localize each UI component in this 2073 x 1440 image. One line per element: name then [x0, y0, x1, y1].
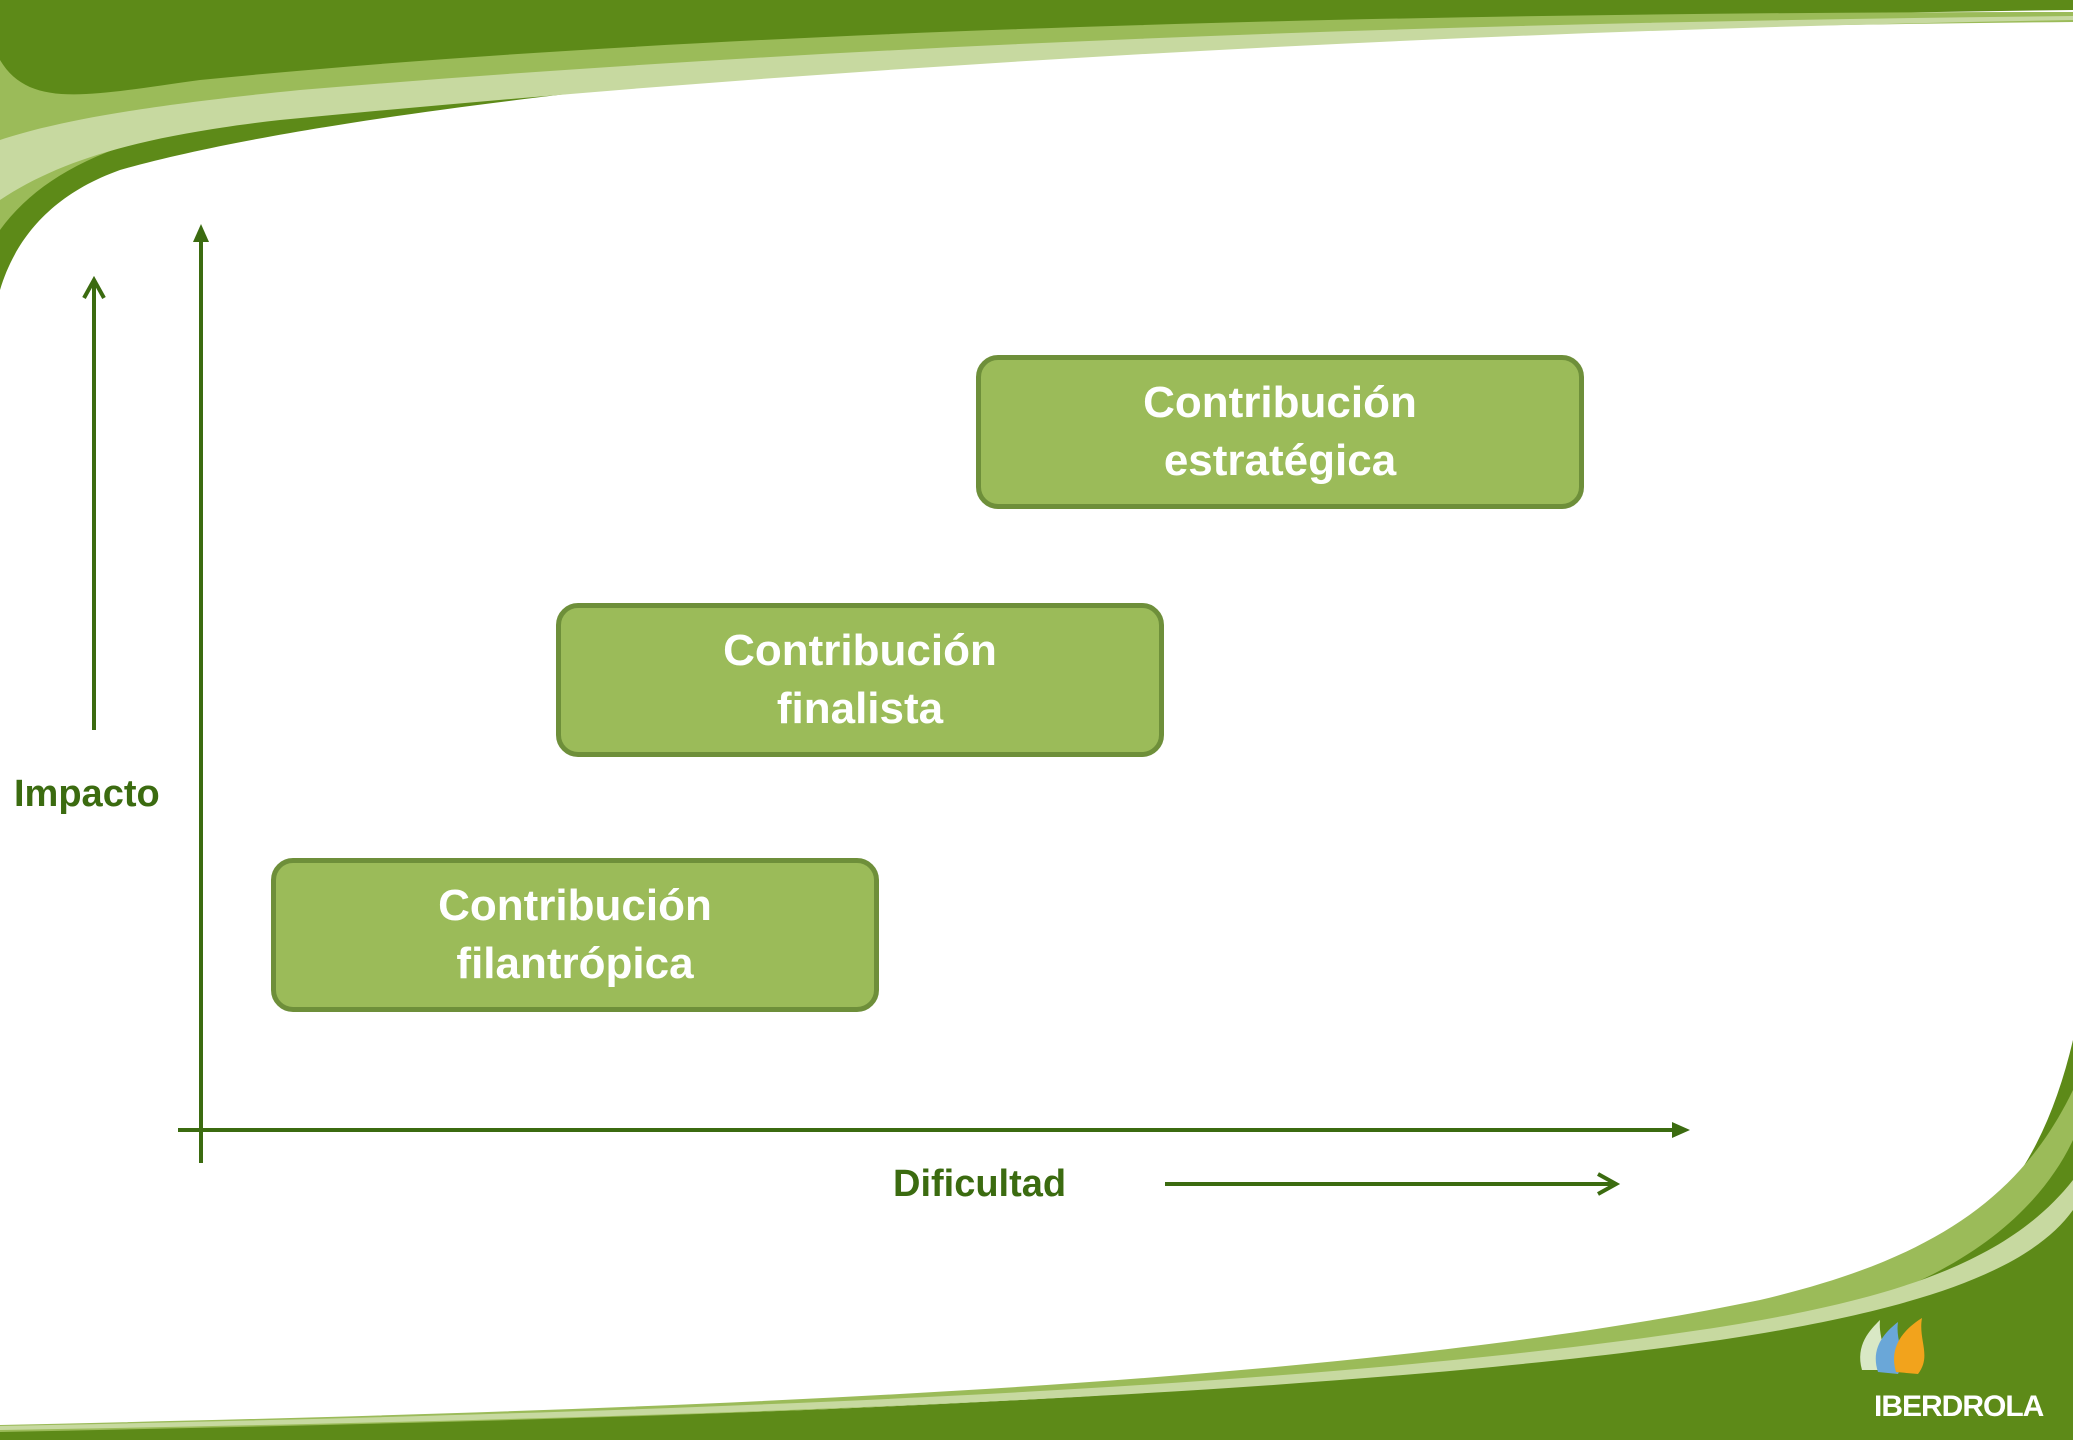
iberdrola-flames-icon [1860, 1318, 1925, 1374]
impact-arrow [82, 275, 106, 730]
top-swoosh [0, 0, 2073, 290]
box-line2: estratégica [1163, 436, 1397, 485]
x-axis [178, 1122, 1690, 1138]
box-line2: filantrópica [456, 939, 694, 988]
box-line1: Contribución [1143, 378, 1417, 427]
iberdrola-logo: IBERDROLA [1874, 1390, 2044, 1423]
difficulty-arrow [1165, 1172, 1621, 1196]
box-line1: Contribución [438, 881, 712, 930]
box-contribucion-filantropica: Contribución filantrópica [271, 858, 879, 1012]
box-contribucion-finalista: Contribución finalista [556, 603, 1164, 757]
bottom-swoosh [0, 1040, 2073, 1440]
box-contribucion-estrategica: Contribución estratégica [976, 355, 1584, 509]
y-axis-label: Impacto [14, 773, 160, 815]
y-axis [193, 224, 209, 1163]
x-axis-label: Dificultad [893, 1163, 1067, 1205]
box-line2: finalista [776, 684, 944, 733]
box-line1: Contribución [723, 626, 997, 675]
